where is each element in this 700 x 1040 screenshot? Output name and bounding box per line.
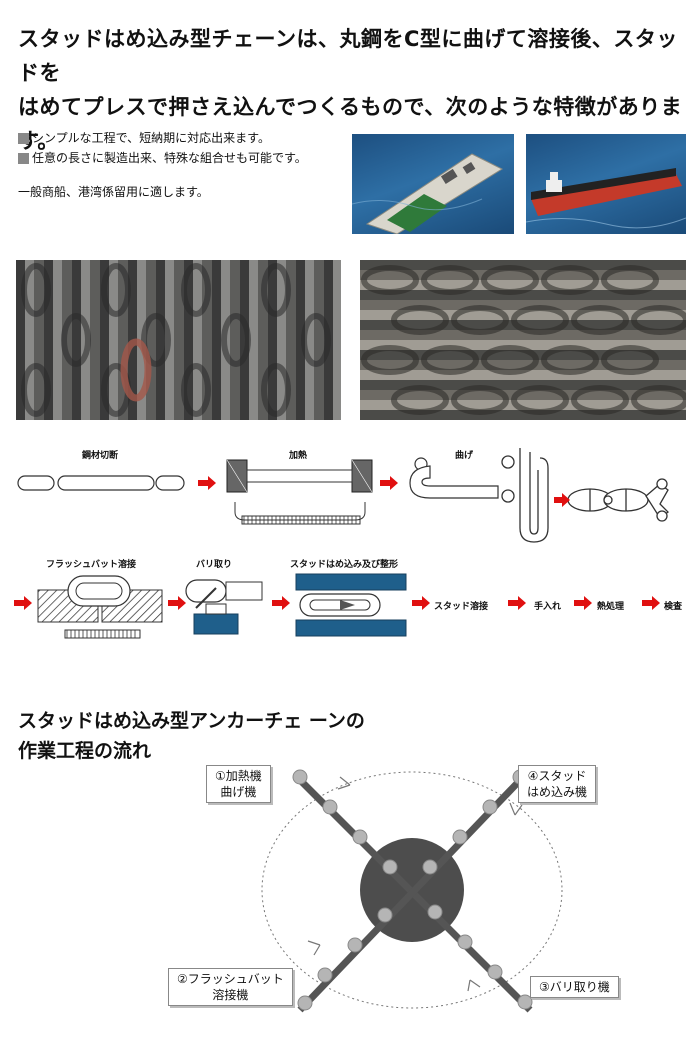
feature-list: シンプルな工程で、短納期に対応出来ます。 任意の長さに製造出来、特殊な組合せも可…: [18, 128, 348, 202]
ship-photo: [526, 134, 686, 234]
barge-photo: [352, 134, 514, 234]
bullet-square-icon: [18, 132, 29, 144]
step-label-stud-weld: スタッド溶接: [434, 602, 489, 612]
machine-label-3: ③バリ取り機: [530, 976, 619, 998]
red-arrow-icon: [198, 476, 216, 490]
red-arrow-icon: [412, 596, 430, 610]
chain-links-pattern: [21, 263, 331, 417]
flow-title: スタッドはめ込み型アンカーチェ ーンの 作業工程の流れ: [18, 706, 365, 766]
feature-text: シンプルな工程で、短納期に対応出来ます。: [32, 131, 270, 145]
intro-heading: スタッドはめ込み型チェーンは、丸鋼をC型に曲げて溶接後、スタッドを はめてプレス…: [18, 22, 688, 158]
feature-item: 任意の長さに製造出来、特殊な組合せも可能です。: [18, 148, 348, 168]
intro-line-1: スタッドはめ込み型チェーンは、丸鋼をC型に曲げて溶接後、スタッドを: [18, 27, 678, 85]
heating-station-icon: [226, 459, 373, 525]
red-arrow-icon: [272, 596, 290, 610]
red-arrow-icon: [380, 476, 398, 490]
intro-line-2: はめてプレスで押さえ込んでつくるもので、次のような特徴があります。: [18, 95, 683, 153]
cycle-arrow-icons: [307, 776, 523, 992]
bent-link-chain-icon: [501, 448, 669, 543]
red-arrow-icon: [642, 596, 660, 610]
red-arrow-icon: [574, 596, 592, 610]
machine-label-2: ②フラッシュバット 溶接機: [168, 968, 293, 1006]
step-label-heat-treat: 熱処理: [597, 602, 625, 612]
bending-icon: [409, 457, 499, 499]
flash-butt-weld-icon: [37, 575, 163, 639]
feature-item: シンプルな工程で、短納期に対応出来ます。: [18, 128, 348, 148]
step-label-deburr: バリ取り: [196, 560, 233, 570]
chain-diagonal-2: [297, 772, 528, 1013]
chain-link-nodes: [292, 769, 533, 1011]
feature-text: 任意の長さに製造出来、特殊な組合せも可能です。: [32, 151, 307, 165]
red-arrow-icon: [508, 596, 526, 610]
chain-photo-1: [16, 260, 341, 420]
flow-title-line-1: スタッドはめ込み型アンカーチェ ーンの: [18, 710, 365, 732]
bullet-square-icon: [18, 152, 29, 164]
flow-title-line-2: 作業工程の流れ: [18, 740, 152, 762]
deburring-icon: [185, 579, 263, 635]
red-arrow-icon: [554, 493, 570, 507]
circulation-path: [261, 771, 563, 1009]
red-arrow-icon: [14, 596, 32, 610]
machine-label-1: ①加熱機 曲げ機: [206, 765, 271, 803]
step-label-bend: 曲げ: [455, 451, 474, 461]
red-arrow-icon: [168, 596, 186, 610]
stud-press-icon: [295, 573, 407, 637]
usage-text: 一般商船、港湾係留用に適します。: [18, 185, 209, 199]
process-diagram-row-2: [14, 573, 660, 639]
ship-illustration: [526, 168, 686, 229]
step-label-stud: スタッドはめ込み及び整形: [290, 560, 399, 570]
chain-machine-diagram: [261, 769, 563, 1013]
step-label-finish: 手入れ: [534, 602, 562, 612]
chain-photo-2: [360, 260, 686, 420]
cut-bars-icon: [17, 475, 185, 491]
machine-label-4: ④スタッド はめ込み機: [518, 765, 597, 803]
process-diagram-row-1: [17, 448, 669, 543]
step-label-flash: フラッシュバット溶接: [46, 560, 137, 570]
step-label-inspect: 検査: [664, 602, 683, 612]
step-label-heat: 加熱: [289, 451, 308, 461]
barge-illustration: [352, 153, 504, 234]
step-label-cut: 鋼材切断: [82, 451, 119, 461]
chain-links-pattern: [361, 265, 686, 415]
